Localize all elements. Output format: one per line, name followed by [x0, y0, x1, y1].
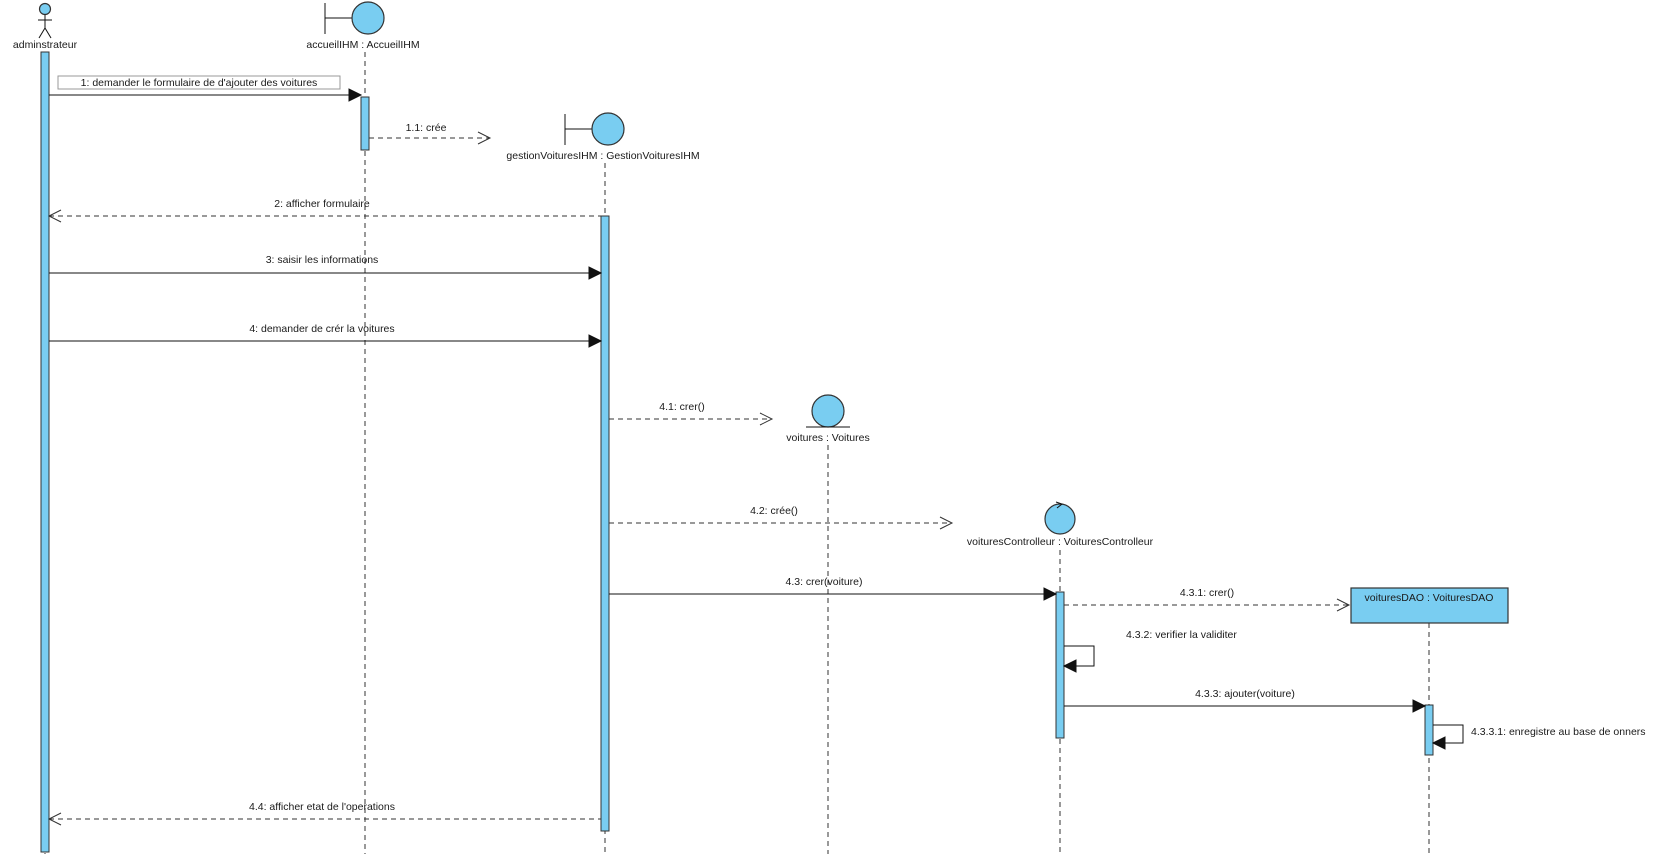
- arrowhead-icon: [588, 334, 603, 348]
- message-label: 4.3.1: crer(): [1180, 587, 1234, 599]
- activation-bar-adminstrateur[interactable]: [40, 51, 50, 853]
- control-icon: [1044, 501, 1076, 535]
- message-label: 4: demander de crér la voitures: [249, 323, 394, 335]
- arrowhead-icon: [1062, 659, 1077, 673]
- message-label: 1.1: crée: [406, 122, 447, 134]
- message-label: 4.1: crer(): [659, 401, 705, 413]
- message-4-2[interactable]: 4.2: crée(): [609, 505, 954, 530]
- message-label: 2: afficher formulaire: [274, 198, 370, 210]
- arrowhead-icon: [1336, 598, 1351, 612]
- activation-bar-accueilihm[interactable]: [360, 96, 370, 151]
- boundary-gestionvoituresihm[interactable]: gestionVoituresIHM : GestionVoituresIHM: [506, 112, 700, 162]
- message-1-1[interactable]: 1.1: crée: [369, 122, 492, 145]
- message-label: 4.3.2: verifier la validiter: [1126, 629, 1237, 641]
- arrowhead-icon: [348, 88, 363, 102]
- message-label: 1: demander le formulaire de d'ajouter d…: [81, 77, 318, 89]
- message-4-3-3-1[interactable]: 4.3.3.1: enregistre au base de onners: [1431, 724, 1646, 750]
- message-label: 4.3: crer(voiture): [785, 576, 862, 588]
- participant-label: voituresDAO : VoituresDAO: [1365, 592, 1494, 604]
- arrowhead-icon: [1043, 587, 1058, 601]
- arrowhead-icon: [477, 131, 492, 145]
- control-voiturescontrolleur[interactable]: voituresControlleur : VoituresControlleu…: [967, 501, 1154, 548]
- participant-label: voituresControlleur : VoituresControlleu…: [967, 536, 1154, 548]
- participant-label: voitures : Voitures: [786, 432, 869, 444]
- message-4-3-1[interactable]: 4.3.1: crer(): [1064, 587, 1351, 612]
- boundary-icon: [564, 112, 625, 146]
- arrowhead-icon: [47, 812, 62, 826]
- message-4-1[interactable]: 4.1: crer(): [609, 401, 774, 426]
- message-1[interactable]: 1: demander le formulaire de d'ajouter d…: [49, 75, 363, 102]
- message-4-3-3[interactable]: 4.3.3: ajouter(voiture): [1064, 688, 1427, 713]
- message-label: 4.3.3: ajouter(voiture): [1195, 688, 1295, 700]
- message-label: 3: saisir les informations: [266, 254, 379, 266]
- object-voituresdao[interactable]: voituresDAO : VoituresDAO: [1350, 587, 1509, 624]
- entity-icon: [806, 394, 850, 428]
- arrowhead-icon: [759, 412, 774, 426]
- entity-voitures[interactable]: voitures : Voitures: [786, 394, 870, 444]
- actor-adminstrateur[interactable]: adminstrateur: [13, 2, 78, 52]
- message-4-3[interactable]: 4.3: crer(voiture): [609, 576, 1058, 601]
- activation-bar-voituresdao[interactable]: [1424, 704, 1434, 756]
- message-4[interactable]: 4: demander de crér la voitures: [49, 323, 603, 348]
- participant-label: gestionVoituresIHM : GestionVoituresIHM: [506, 150, 699, 162]
- message-label-box: [57, 75, 341, 90]
- activation-bar-voiturescontrolleur[interactable]: [1055, 591, 1065, 739]
- actor-stick-figure-icon: [38, 2, 52, 39]
- activation-bar-gestionvoituresihm[interactable]: [600, 215, 610, 832]
- message-label: 4.4: afficher etat de l'operations: [249, 801, 395, 813]
- message-label: 4.2: crée(): [750, 505, 798, 517]
- arrowhead-icon: [47, 209, 62, 223]
- message-3[interactable]: 3: saisir les informations: [49, 254, 603, 280]
- participant-label: accueilIHM : AccueilIHM: [306, 39, 419, 51]
- arrowhead-icon: [1431, 736, 1446, 750]
- message-2[interactable]: 2: afficher formulaire: [47, 198, 601, 223]
- message-label: 4.3.3.1: enregistre au base de onners: [1471, 726, 1646, 738]
- boundary-accueilihm[interactable]: accueilIHM : AccueilIHM: [306, 1, 420, 51]
- message-4-4[interactable]: 4.4: afficher etat de l'operations: [47, 801, 601, 826]
- boundary-icon: [324, 1, 385, 35]
- message-4-3-2[interactable]: 4.3.2: verifier la validiter: [1062, 629, 1237, 673]
- arrowhead-icon: [588, 266, 603, 280]
- arrowhead-icon: [939, 516, 954, 530]
- arrowhead-icon: [1412, 699, 1427, 713]
- participant-label: adminstrateur: [13, 39, 78, 51]
